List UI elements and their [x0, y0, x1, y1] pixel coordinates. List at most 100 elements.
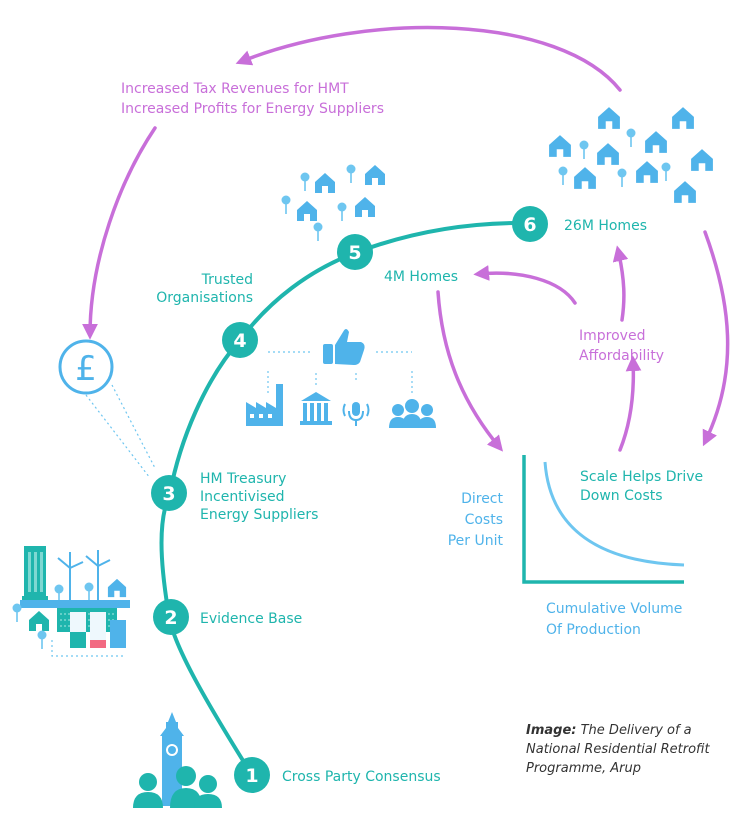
- cost-curve-ylabel: Direct Costs Per Unit: [448, 491, 504, 549]
- step-1-number: 1: [245, 765, 258, 787]
- arrow-to-pound: [82, 126, 157, 340]
- tree-icon: [579, 140, 589, 159]
- tree-icon: [558, 166, 568, 185]
- house-icon: [365, 165, 385, 185]
- step-4: 4: [222, 322, 258, 358]
- people-icon: [133, 766, 222, 808]
- trusted-organisations-icons: [246, 329, 436, 428]
- svg-text:£: £: [75, 349, 97, 389]
- tree-icon: [337, 202, 347, 221]
- cost-curve-line: [543, 461, 685, 567]
- svg-text:Of Production: Of Production: [546, 622, 641, 638]
- house-icon: [29, 611, 49, 631]
- image-caption: Image: The Delivery of a National Reside…: [526, 723, 710, 776]
- svg-text:Increased Profits for Energy S: Increased Profits for Energy Suppliers: [121, 101, 384, 117]
- arrow-scale-up: [618, 355, 642, 452]
- evidence-base-illustration: [12, 546, 130, 657]
- house-icon: [549, 135, 571, 157]
- svg-text:Scale Helps Drive: Scale Helps Drive: [580, 469, 703, 485]
- cost-curve-axes: [522, 455, 684, 584]
- step-2-label: Evidence Base: [200, 611, 302, 627]
- tree-icon: [661, 162, 671, 181]
- step-6: 6: [512, 206, 548, 242]
- tree-icon: [346, 164, 356, 183]
- tree-icon: [626, 128, 636, 147]
- arrow-afford-to-4m: [473, 265, 577, 305]
- platform: [20, 600, 130, 608]
- step-4-number: 4: [233, 330, 246, 352]
- cost-curve-chart: [522, 455, 685, 584]
- step-3-label: HM Treasury Incentivised Energy Supplier…: [200, 471, 318, 523]
- thumbs-up-icon: [323, 329, 365, 365]
- people-icon: [389, 399, 436, 428]
- step-1-label: Cross Party Consensus: [282, 769, 441, 785]
- step-4-label: Trusted Organisations: [156, 272, 253, 306]
- arrow-4m-to-curve: [436, 290, 504, 452]
- tree-icon: [37, 630, 47, 649]
- step-2-number: 2: [164, 607, 177, 629]
- step-2: 2: [153, 599, 189, 635]
- svg-text:Costs: Costs: [465, 512, 503, 528]
- svg-text:Energy Suppliers: Energy Suppliers: [200, 507, 318, 523]
- house-icon: [691, 149, 713, 171]
- house-icon: [107, 578, 127, 598]
- house-icon: [574, 167, 596, 189]
- feedback-top-label: Increased Tax Revenues for HMT Increased…: [121, 81, 384, 117]
- svg-text:Cumulative Volume: Cumulative Volume: [546, 601, 682, 617]
- houses-cluster-large: [549, 107, 713, 203]
- house-icon: [598, 107, 620, 129]
- cost-curve-xlabel: Cumulative Volume Of Production: [546, 601, 682, 638]
- house-icon: [355, 197, 375, 217]
- svg-text:HM Treasury: HM Treasury: [200, 471, 286, 487]
- arrow-right-down: [702, 230, 730, 447]
- tree-icon: [617, 168, 627, 187]
- house-icon: [297, 201, 317, 221]
- tree-icon: [84, 582, 94, 601]
- cross-party-illustration: [133, 712, 222, 808]
- svg-text:Affordability: Affordability: [579, 348, 664, 364]
- house-icon: [315, 173, 335, 193]
- tree-icon: [313, 222, 323, 241]
- house-icon: [672, 107, 694, 129]
- step-5: 5: [337, 234, 373, 270]
- tree-icon: [300, 172, 310, 191]
- svg-text:Improved: Improved: [579, 328, 645, 344]
- arrow-top-loop: [235, 25, 622, 92]
- affordability-label: Improved Affordability: [579, 328, 664, 364]
- bar-chart-icon: [51, 612, 126, 657]
- svg-text:Direct: Direct: [461, 491, 503, 507]
- step-6-number: 6: [523, 214, 536, 236]
- svg-text:Increased Tax Revenues for HMT: Increased Tax Revenues for HMT: [121, 81, 349, 97]
- bank-icon: [300, 392, 332, 425]
- step-3: 3: [151, 475, 187, 511]
- tree-icon: [12, 603, 22, 622]
- pound-coin-icon: £: [58, 339, 156, 479]
- keyboard-icon: [57, 608, 117, 632]
- svg-text:Per Unit: Per Unit: [448, 533, 504, 549]
- house-icon: [674, 181, 696, 203]
- svg-text:Organisations: Organisations: [156, 290, 253, 306]
- svg-text:National Residential Retrofit: National Residential Retrofit: [526, 742, 710, 757]
- step-3-number: 3: [162, 483, 175, 505]
- step-5-number: 5: [348, 242, 361, 264]
- house-icon: [645, 131, 667, 153]
- big-ben-icon: [160, 712, 184, 806]
- feedback-arrows: [82, 25, 730, 452]
- microphone-icon: [342, 402, 370, 426]
- arrow-afford-to-26m: [612, 245, 629, 322]
- houses-cluster-small: [281, 164, 385, 241]
- svg-text:Trusted: Trusted: [201, 272, 253, 288]
- skyscraper-icon: [22, 546, 48, 604]
- tree-icon: [281, 195, 291, 214]
- wind-turbine-icon: [57, 550, 111, 600]
- house-icon: [636, 161, 658, 183]
- house-icon: [597, 143, 619, 165]
- factory-icon: [246, 384, 283, 426]
- scale-label: Scale Helps Drive Down Costs: [580, 469, 703, 504]
- svg-text:Programme, Arup: Programme, Arup: [526, 761, 641, 776]
- step-1: 1: [234, 757, 270, 793]
- svg-text:Down Costs: Down Costs: [580, 488, 663, 504]
- svg-text:Image: The Delivery of a: Image: The Delivery of a: [526, 723, 692, 738]
- svg-text:Incentivised: Incentivised: [200, 489, 285, 505]
